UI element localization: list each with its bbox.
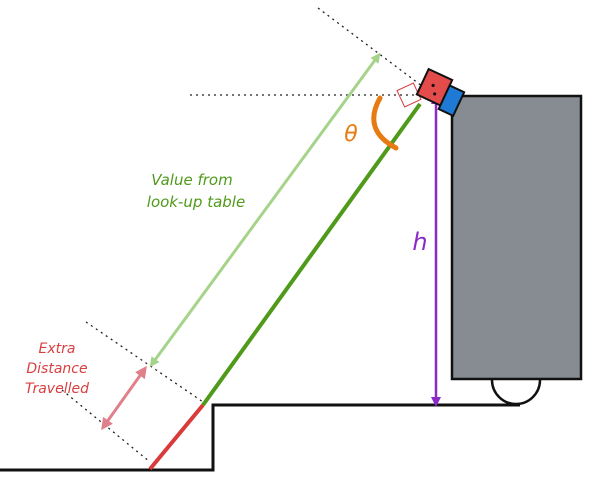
right-angle-marker — [396, 82, 422, 108]
extra-label-line1: Extra — [39, 341, 76, 357]
theta-arc — [371, 95, 399, 151]
extra-label-line2: Distance — [26, 361, 87, 377]
extra-label-line3: Travelled — [25, 381, 89, 397]
junction-guide-line — [85, 321, 207, 405]
sensor-blue-mount — [437, 84, 466, 118]
theta-symbol: θ — [344, 122, 358, 147]
ground-step-line — [0, 403, 520, 472]
lookup-distance-arrow — [149, 52, 381, 368]
extra-distance-arrow — [101, 365, 147, 431]
robot-body — [450, 94, 583, 381]
top-guide-line — [317, 7, 431, 93]
height-symbol: h — [412, 228, 427, 256]
lookup-label-line2: look-up table — [147, 193, 245, 211]
robot-wheel — [490, 379, 542, 406]
sensor-unit — [415, 67, 466, 118]
red-beam-extension — [148, 403, 205, 471]
lookup-label-line1: Value from — [151, 171, 232, 189]
ground-guide-line — [61, 389, 151, 463]
